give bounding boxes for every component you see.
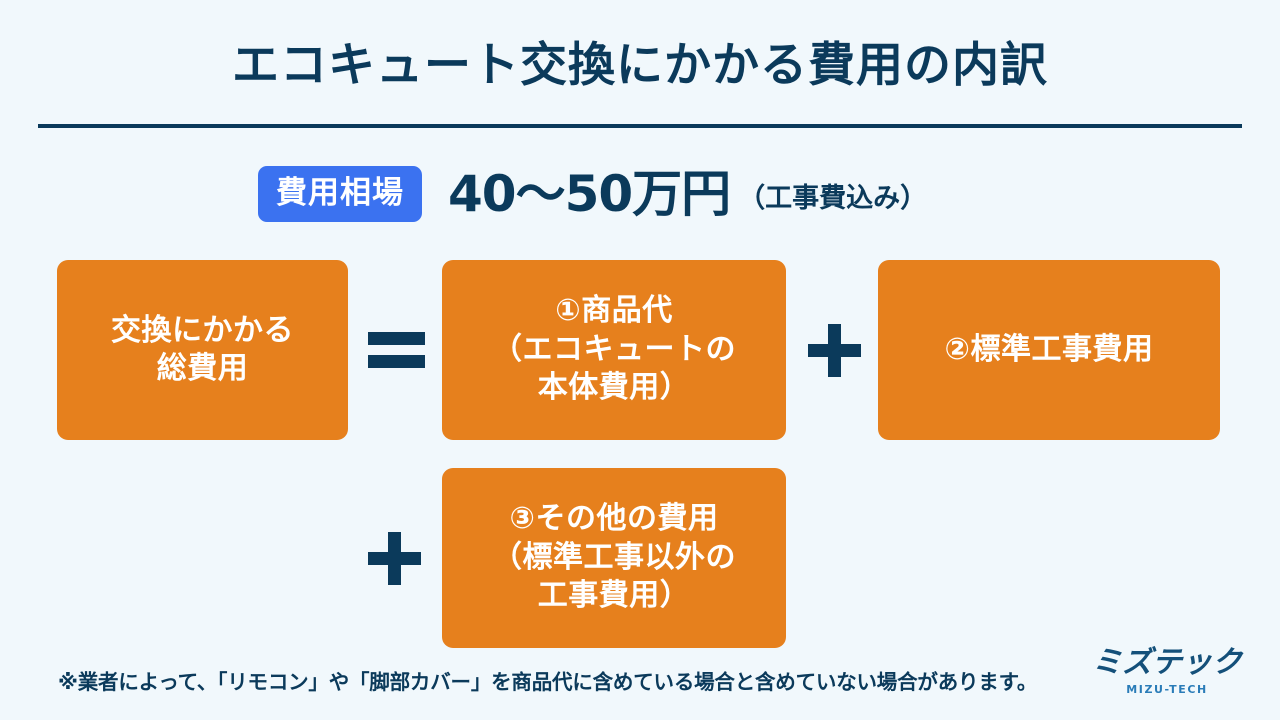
- item2-standard-work-cost-box: ②標準工事費用: [878, 260, 1220, 440]
- footnote: ※業者によって、「リモコン」や「脚部カバー」を商品代に含めている場合と含めていな…: [58, 670, 1038, 694]
- item1-line-3: 本体費用）: [537, 370, 691, 406]
- item1-line-2: （エコキュートの: [492, 331, 736, 367]
- plus-icon-2: [368, 532, 421, 585]
- page-title: エコキュート交換にかかる費用の内訳: [232, 38, 1048, 93]
- item3-other-cost-box: ③その他の費用 （標準工事以外の 工事費用）: [442, 468, 786, 648]
- brand-logo-mark: ミズテック: [1092, 645, 1242, 680]
- item2-line-1: ②標準工事費用: [944, 331, 1154, 367]
- total-cost-box: 交換にかかる 総費用: [57, 260, 348, 440]
- price-summary-row: 費用相場 40〜50万円 （工事費込み）: [258, 158, 927, 230]
- item1-product-cost-box: ①商品代 （エコキュートの 本体費用）: [442, 260, 786, 440]
- total-cost-line-2: 総費用: [156, 351, 249, 386]
- item3-line-3: 工事費用）: [537, 578, 691, 614]
- plus-icon-1: [808, 324, 861, 377]
- item1-line-1: ①商品代: [555, 293, 673, 329]
- price-note: （工事費込み）: [738, 182, 928, 214]
- price-badge: 費用相場: [258, 166, 422, 222]
- item3-line-2: （標準工事以外の: [492, 539, 736, 575]
- total-cost-line-1: 交換にかかる: [111, 312, 294, 348]
- price-amount: 40〜50万円: [448, 165, 731, 223]
- brand-logo: ミズテック MIZU-TECH: [1088, 645, 1246, 696]
- equals-icon: [368, 332, 425, 368]
- item3-line-1: ③その他の費用: [509, 501, 719, 537]
- brand-logo-subtitle: MIZU-TECH: [1126, 683, 1208, 696]
- title-divider: [38, 124, 1242, 128]
